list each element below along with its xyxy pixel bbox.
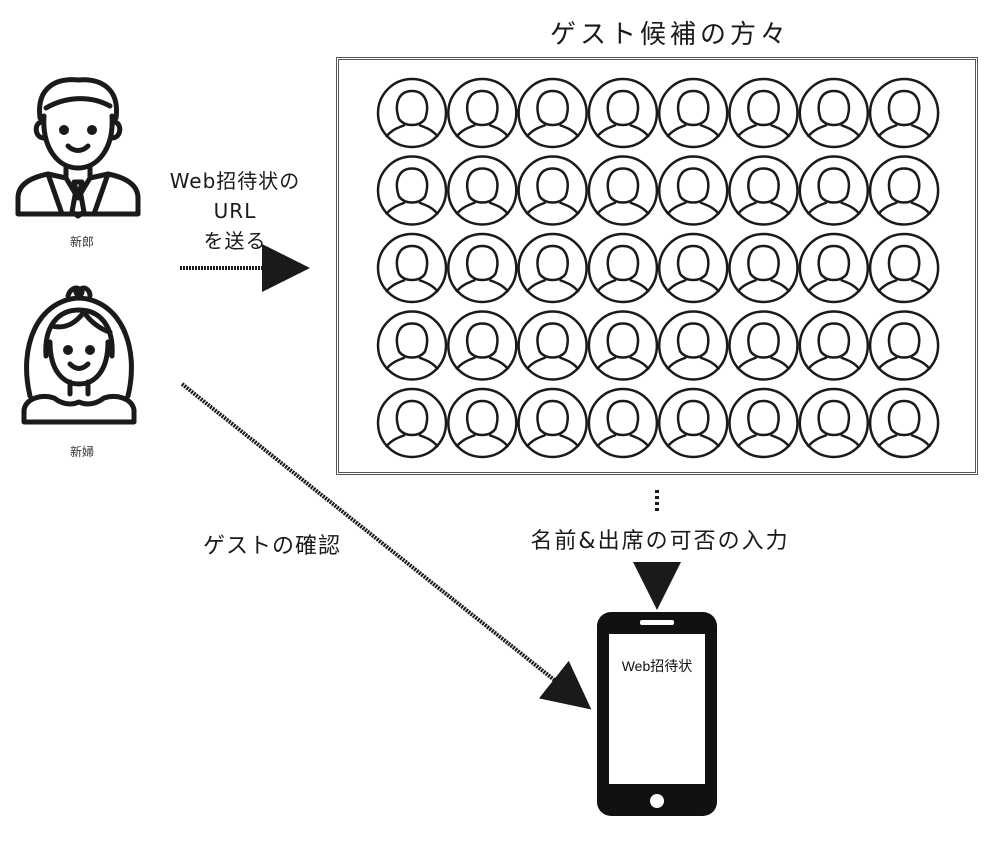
smartphone-icon — [597, 612, 717, 816]
guest-candidates-frame — [336, 57, 978, 475]
person-silhouette-icon — [798, 77, 870, 149]
guest-candidates-title: ゲスト候補の方々 — [549, 20, 790, 50]
person-silhouette-icon — [728, 310, 799, 381]
person-silhouette-icon — [868, 310, 940, 381]
person-silhouette-icon — [657, 155, 729, 226]
person-silhouette-icon — [517, 310, 588, 381]
person-silhouette-icon — [728, 77, 799, 149]
person-silhouette-icon — [376, 155, 448, 226]
person-silhouette-icon — [447, 155, 518, 226]
person-silhouette-icon — [517, 155, 588, 226]
person-silhouette-icon — [798, 232, 870, 304]
person-silhouette-icon — [587, 77, 659, 149]
person-silhouette-icon — [657, 77, 729, 149]
person-silhouette-icon — [447, 77, 518, 149]
person-silhouette-icon — [447, 310, 518, 381]
input-attendance-label: 名前&出席の可否の入力 — [530, 529, 790, 554]
person-silhouette-icon — [376, 77, 448, 149]
person-silhouette-icon — [517, 387, 588, 459]
person-silhouette-icon — [728, 155, 799, 226]
person-silhouette-icon — [798, 310, 870, 381]
person-silhouette-icon — [657, 387, 729, 459]
person-silhouette-icon — [376, 232, 448, 304]
person-silhouette-icon — [517, 232, 588, 304]
person-silhouette-icon — [587, 232, 659, 304]
groom-icon — [15, 77, 141, 219]
person-silhouette-icon — [798, 155, 870, 226]
send-invite-label: Web招待状の URL を送る — [169, 169, 301, 253]
bride-label: 新婦 — [69, 445, 94, 459]
person-silhouette-icon — [447, 387, 518, 459]
person-silhouette-icon — [587, 155, 659, 226]
person-silhouette-icon — [868, 232, 940, 304]
guest-avatar-grid — [376, 77, 940, 459]
person-silhouette-icon — [376, 310, 448, 381]
groom-label: 新郎 — [69, 235, 94, 249]
person-silhouette-icon — [868, 155, 940, 226]
person-silhouette-icon — [376, 387, 448, 459]
person-silhouette-icon — [868, 387, 940, 459]
person-silhouette-icon — [728, 387, 799, 459]
person-silhouette-icon — [657, 232, 729, 304]
person-silhouette-icon — [868, 77, 940, 149]
confirm-guests-label: ゲストの確認 — [202, 534, 341, 559]
confirm-guests-arrow — [180, 382, 592, 710]
bride-icon — [21, 285, 137, 425]
person-silhouette-icon — [657, 310, 729, 381]
phone-screen-text: Web招待状 — [621, 658, 693, 674]
person-silhouette-icon — [728, 232, 799, 304]
person-silhouette-icon — [447, 232, 518, 304]
person-silhouette-icon — [587, 310, 659, 381]
person-silhouette-icon — [798, 387, 870, 459]
person-silhouette-icon — [587, 387, 659, 459]
person-silhouette-icon — [517, 77, 588, 149]
